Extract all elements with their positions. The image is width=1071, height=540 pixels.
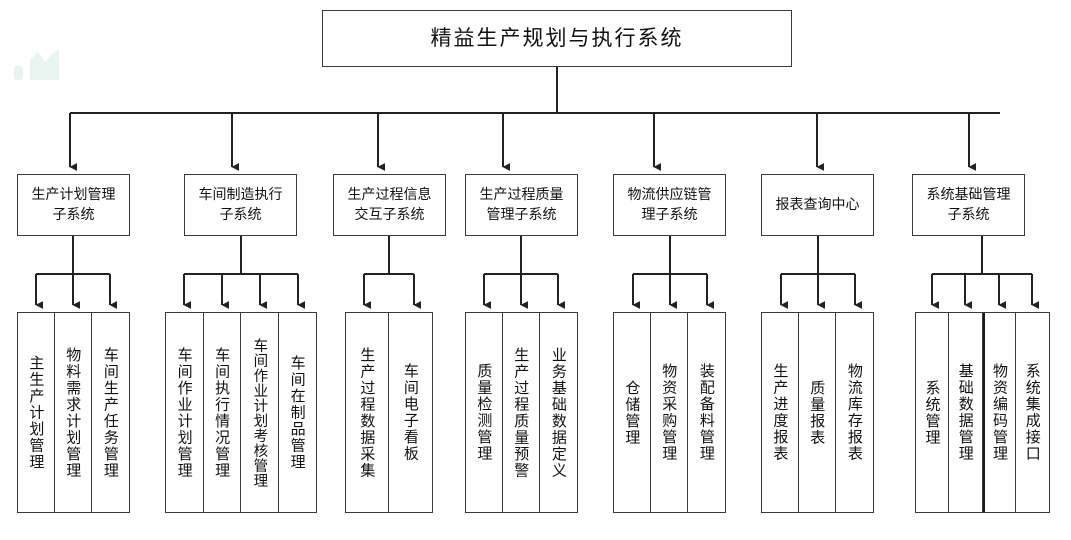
leaf-node-label: 物资编码管理 [991, 363, 1010, 462]
leaf-node[interactable]: 生产进度报表 [762, 313, 799, 512]
leaf-node-label: 车间作业计划考核管理 [251, 337, 268, 488]
leaf-node-label: 仓储管理 [623, 379, 642, 446]
leaf-node[interactable]: 物料需求计划管理 [55, 313, 92, 512]
leaf-group-report-query-center: 生产进度报表 质量报表 物流库存报表 [761, 312, 874, 513]
subsystem-node-workshop-execution[interactable]: 车间制造执行 子系统 [184, 174, 297, 236]
subsystem-node-system-foundation[interactable]: 系统基础管理 子系统 [912, 174, 1025, 236]
leaf-node[interactable]: 质量报表 [799, 313, 836, 512]
leaf-node-label: 物流库存报表 [845, 363, 864, 462]
leaf-group-logistics-supply-chain: 仓储管理 物资采购管理 装配备料管理 [613, 312, 726, 513]
leaf-group-system-foundation: 系统管理 基础数据管理 物资编码管理 系统集成接口 [915, 312, 1050, 513]
leaf-node[interactable]: 车间作业计划管理 [166, 313, 204, 512]
leaf-node[interactable]: 业务基础数据定义 [540, 313, 577, 512]
leaf-node[interactable]: 车间电子看板 [389, 313, 432, 512]
leaf-node[interactable]: 车间执行情况管理 [204, 313, 241, 512]
leaf-node-label: 车间电子看板 [401, 363, 420, 462]
leaf-node[interactable]: 生产过程质量预警 [503, 313, 540, 512]
leaf-node-label: 主生产计划管理 [27, 354, 46, 471]
leaf-node[interactable]: 生产过程数据采集 [346, 313, 390, 512]
subsystem-label-line1: 物流供应链管 [627, 186, 712, 203]
subsystem-label-line1: 报表查询中心 [775, 196, 860, 213]
root-node[interactable]: 精益生产规划与执行系统 [322, 10, 792, 67]
subsystem-node-production-planning[interactable]: 生产计划管理 子系统 [17, 174, 130, 236]
leaf-group-process-quality: 质量检测管理 生产过程质量预警 业务基础数据定义 [465, 312, 578, 513]
leaf-node-label: 车间生产任务管理 [101, 346, 120, 479]
leaf-node[interactable]: 仓储管理 [614, 313, 651, 512]
subsystem-label-line1: 生产过程信息 [347, 186, 432, 203]
leaf-node-label: 车间执行情况管理 [213, 346, 232, 479]
leaf-node[interactable]: 装配备料管理 [688, 313, 725, 512]
leaf-node-label: 生产过程数据采集 [358, 346, 377, 479]
leaf-node-label: 生产进度报表 [771, 363, 790, 462]
leaf-node-label: 基础数据管理 [956, 363, 975, 462]
leaf-node[interactable]: 物资编码管理 [982, 313, 1016, 512]
subsystem-label-line2: 理子系统 [641, 207, 698, 223]
leaf-node-label: 系统管理 [923, 379, 942, 446]
leaf-node[interactable]: 车间生产任务管理 [92, 313, 129, 512]
subsystem-label-line1: 车间制造执行 [198, 186, 283, 203]
leaf-node-label: 装配备料管理 [697, 363, 716, 462]
leaf-node-label: 车间在制品管理 [288, 354, 307, 471]
subsystem-label-line2: 交互子系统 [354, 207, 425, 223]
leaf-node[interactable]: 物流库存报表 [836, 313, 873, 512]
leaf-node[interactable]: 物资采购管理 [651, 313, 688, 512]
leaf-node-label: 生产过程质量预警 [512, 346, 531, 479]
leaf-node[interactable]: 基础数据管理 [949, 313, 983, 512]
leaf-node[interactable]: 车间作业计划考核管理 [241, 313, 279, 512]
subsystem-label-line2: 管理子系统 [486, 207, 557, 223]
leaf-node[interactable]: 车间在制品管理 [279, 313, 316, 512]
subsystem-label-line2: 子系统 [219, 207, 262, 223]
subsystem-label-line1: 生产计划管理 [31, 186, 116, 203]
leaf-group-workshop-execution: 车间作业计划管理 车间执行情况管理 车间作业计划考核管理 车间在制品管理 [165, 312, 317, 513]
subsystem-label-line1: 系统基础管理 [926, 186, 1011, 203]
leaf-node-label: 质量检测管理 [475, 363, 494, 462]
leaf-node-label: 系统集成接口 [1023, 363, 1042, 462]
leaf-node-label: 业务基础数据定义 [549, 346, 568, 479]
subsystem-node-report-query-center[interactable]: 报表查询中心 [761, 174, 874, 236]
leaf-node[interactable]: 系统集成接口 [1016, 313, 1049, 512]
leaf-node-label: 车间作业计划管理 [175, 346, 194, 479]
root-node-label: 精益生产规划与执行系统 [430, 25, 684, 50]
leaf-node[interactable]: 系统管理 [916, 313, 950, 512]
leaf-node[interactable]: 主生产计划管理 [18, 313, 55, 512]
leaf-group-process-information: 生产过程数据采集 车间电子看板 [345, 312, 433, 513]
leaf-node-label: 质量报表 [808, 379, 827, 446]
leaf-node[interactable]: 质量检测管理 [466, 313, 503, 512]
leaf-node-label: 物资采购管理 [660, 363, 679, 462]
subsystem-label-line1: 生产过程质量 [479, 186, 564, 203]
watermark-icon [14, 50, 59, 80]
leaf-node-label: 物料需求计划管理 [64, 346, 83, 479]
leaf-group-production-planning: 主生产计划管理 物料需求计划管理 车间生产任务管理 [17, 312, 130, 513]
subsystem-node-process-quality[interactable]: 生产过程质量 管理子系统 [465, 174, 578, 236]
subsystem-label-line2: 子系统 [52, 207, 95, 223]
subsystem-node-process-information[interactable]: 生产过程信息 交互子系统 [333, 174, 446, 236]
subsystem-label-line2: 子系统 [947, 207, 990, 223]
subsystem-node-logistics-supply-chain[interactable]: 物流供应链管 理子系统 [613, 174, 726, 236]
